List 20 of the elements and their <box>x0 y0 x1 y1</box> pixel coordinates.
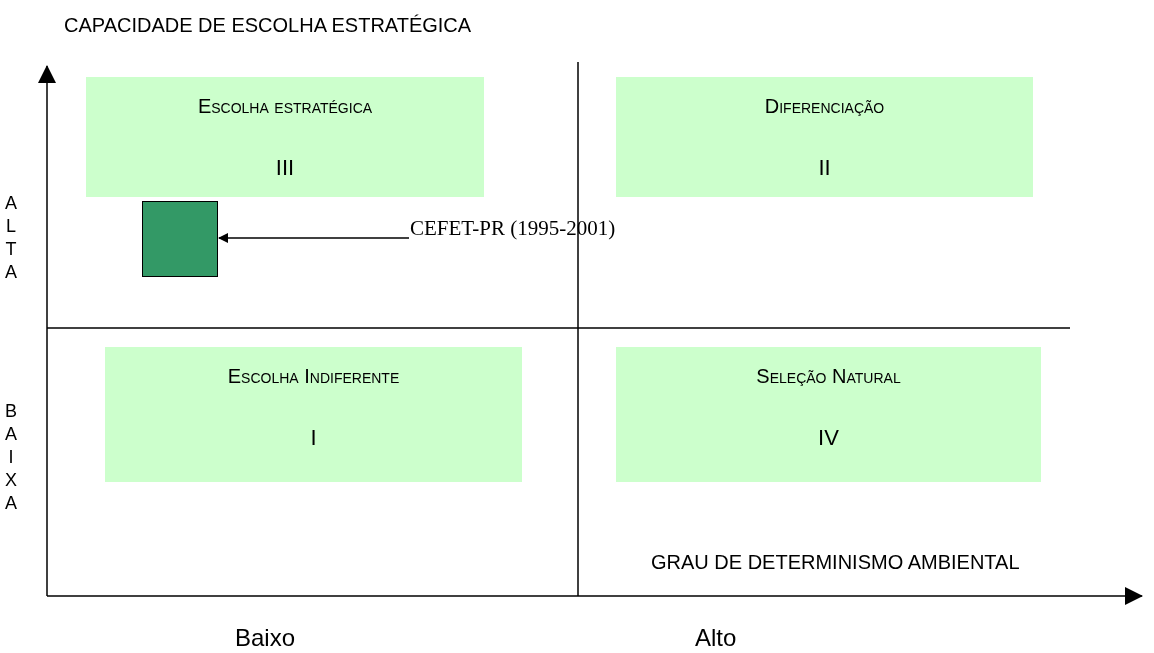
quadrant-numeral: II <box>817 155 832 181</box>
tick-label: Baixo <box>235 624 296 652</box>
axis-label: BAIXA <box>4 400 18 515</box>
axis-label: ALTA <box>4 192 18 284</box>
quadrant-box <box>616 77 1033 197</box>
quadrant-numeral: I <box>309 425 318 451</box>
quadrant-numeral: III <box>274 155 296 181</box>
axis-title: GRAU DE DETERMINISMO AMBIENTAL <box>651 551 1020 574</box>
quadrant-title: Seleção Natural <box>755 365 902 388</box>
quadrant-title: Diferenciação <box>763 95 886 118</box>
quadrant-numeral: IV <box>817 425 840 451</box>
arrow <box>218 233 410 243</box>
axis-title: CAPACIDADE DE ESCOLHA ESTRATÉGICA <box>64 14 472 37</box>
quadrant-box <box>86 77 484 197</box>
quadrant-title: Escolha Indiferente <box>226 365 401 388</box>
square-marker <box>142 201 218 277</box>
tick-label: Alto <box>695 624 737 652</box>
quadrant-title: Escolha estratégica <box>196 95 374 118</box>
quadrant-box <box>616 347 1041 482</box>
quadrant-box <box>105 347 522 482</box>
